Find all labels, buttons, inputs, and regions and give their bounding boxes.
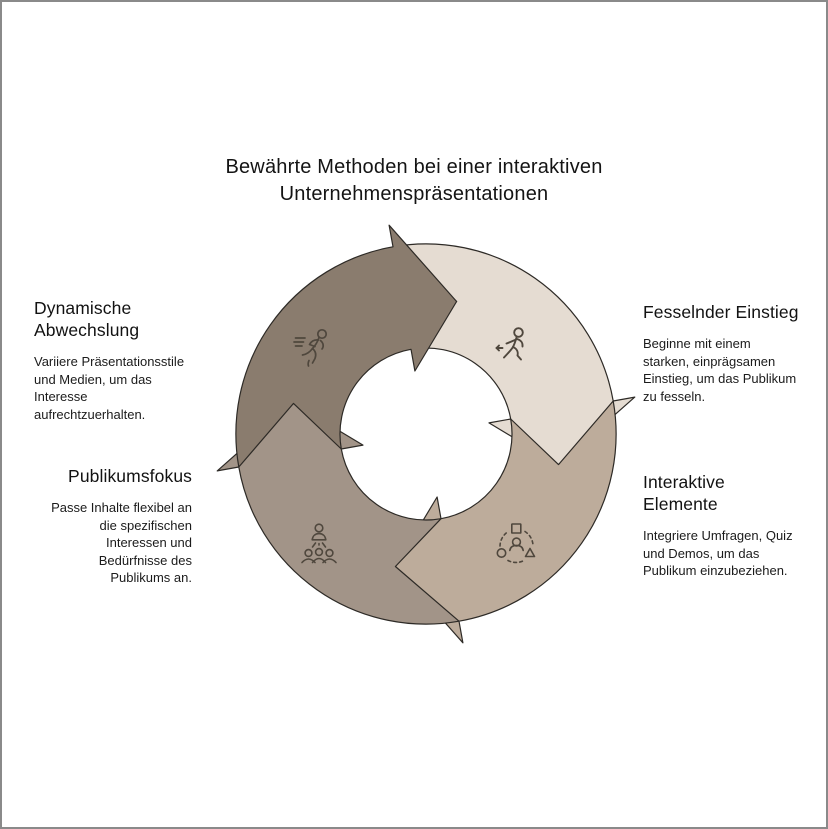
segment-description: Integriere Umfragen, Quiz und Demos, um … bbox=[643, 528, 793, 579]
segment-heading: Dynamische Abwechslung bbox=[34, 298, 140, 340]
runner-arrow-strokes bbox=[495, 327, 524, 361]
page-title: Bewährte Methoden bei einer interaktiven… bbox=[225, 156, 603, 205]
label-block-interaktive-elemente: Interaktive Elemente Integriere Umfragen… bbox=[643, 471, 823, 580]
segment-description: Passe Inhalte flexibel an die spezifisch… bbox=[51, 500, 192, 586]
presenter-audience-icon bbox=[301, 523, 337, 564]
person-shapes-icon bbox=[496, 523, 536, 564]
person-shapes-strokes bbox=[496, 523, 536, 564]
segment-description: Variiere Präsentationsstile und Medien, … bbox=[34, 354, 185, 422]
cycle-segments bbox=[216, 224, 636, 644]
segment-heading: Fesselnder Einstieg bbox=[643, 302, 799, 322]
runner-arrow-icon bbox=[495, 327, 524, 361]
segment-arrow-dynamische-abwechslung bbox=[235, 224, 458, 468]
label-block-publikumsfokus: Publikumsfokus Passe Inhalte flexibel an… bbox=[14, 465, 192, 587]
runner-speed-strokes bbox=[293, 328, 328, 367]
segment-heading: Interaktive Elemente bbox=[643, 472, 725, 514]
label-block-dynamische-abwechslung: Dynamische Abwechslung Variiere Präsenta… bbox=[34, 297, 210, 423]
cycle-diagram bbox=[216, 224, 636, 644]
label-block-fesselnder-einstieg: Fesselnder Einstieg Beginne mit einem st… bbox=[643, 301, 823, 405]
presenter-audience-strokes bbox=[301, 523, 337, 564]
segment-description: Beginne mit einem starken, einprägsamen … bbox=[643, 336, 797, 404]
runner-speed-icon bbox=[293, 328, 328, 367]
segment-heading: Publikumsfokus bbox=[68, 466, 192, 486]
